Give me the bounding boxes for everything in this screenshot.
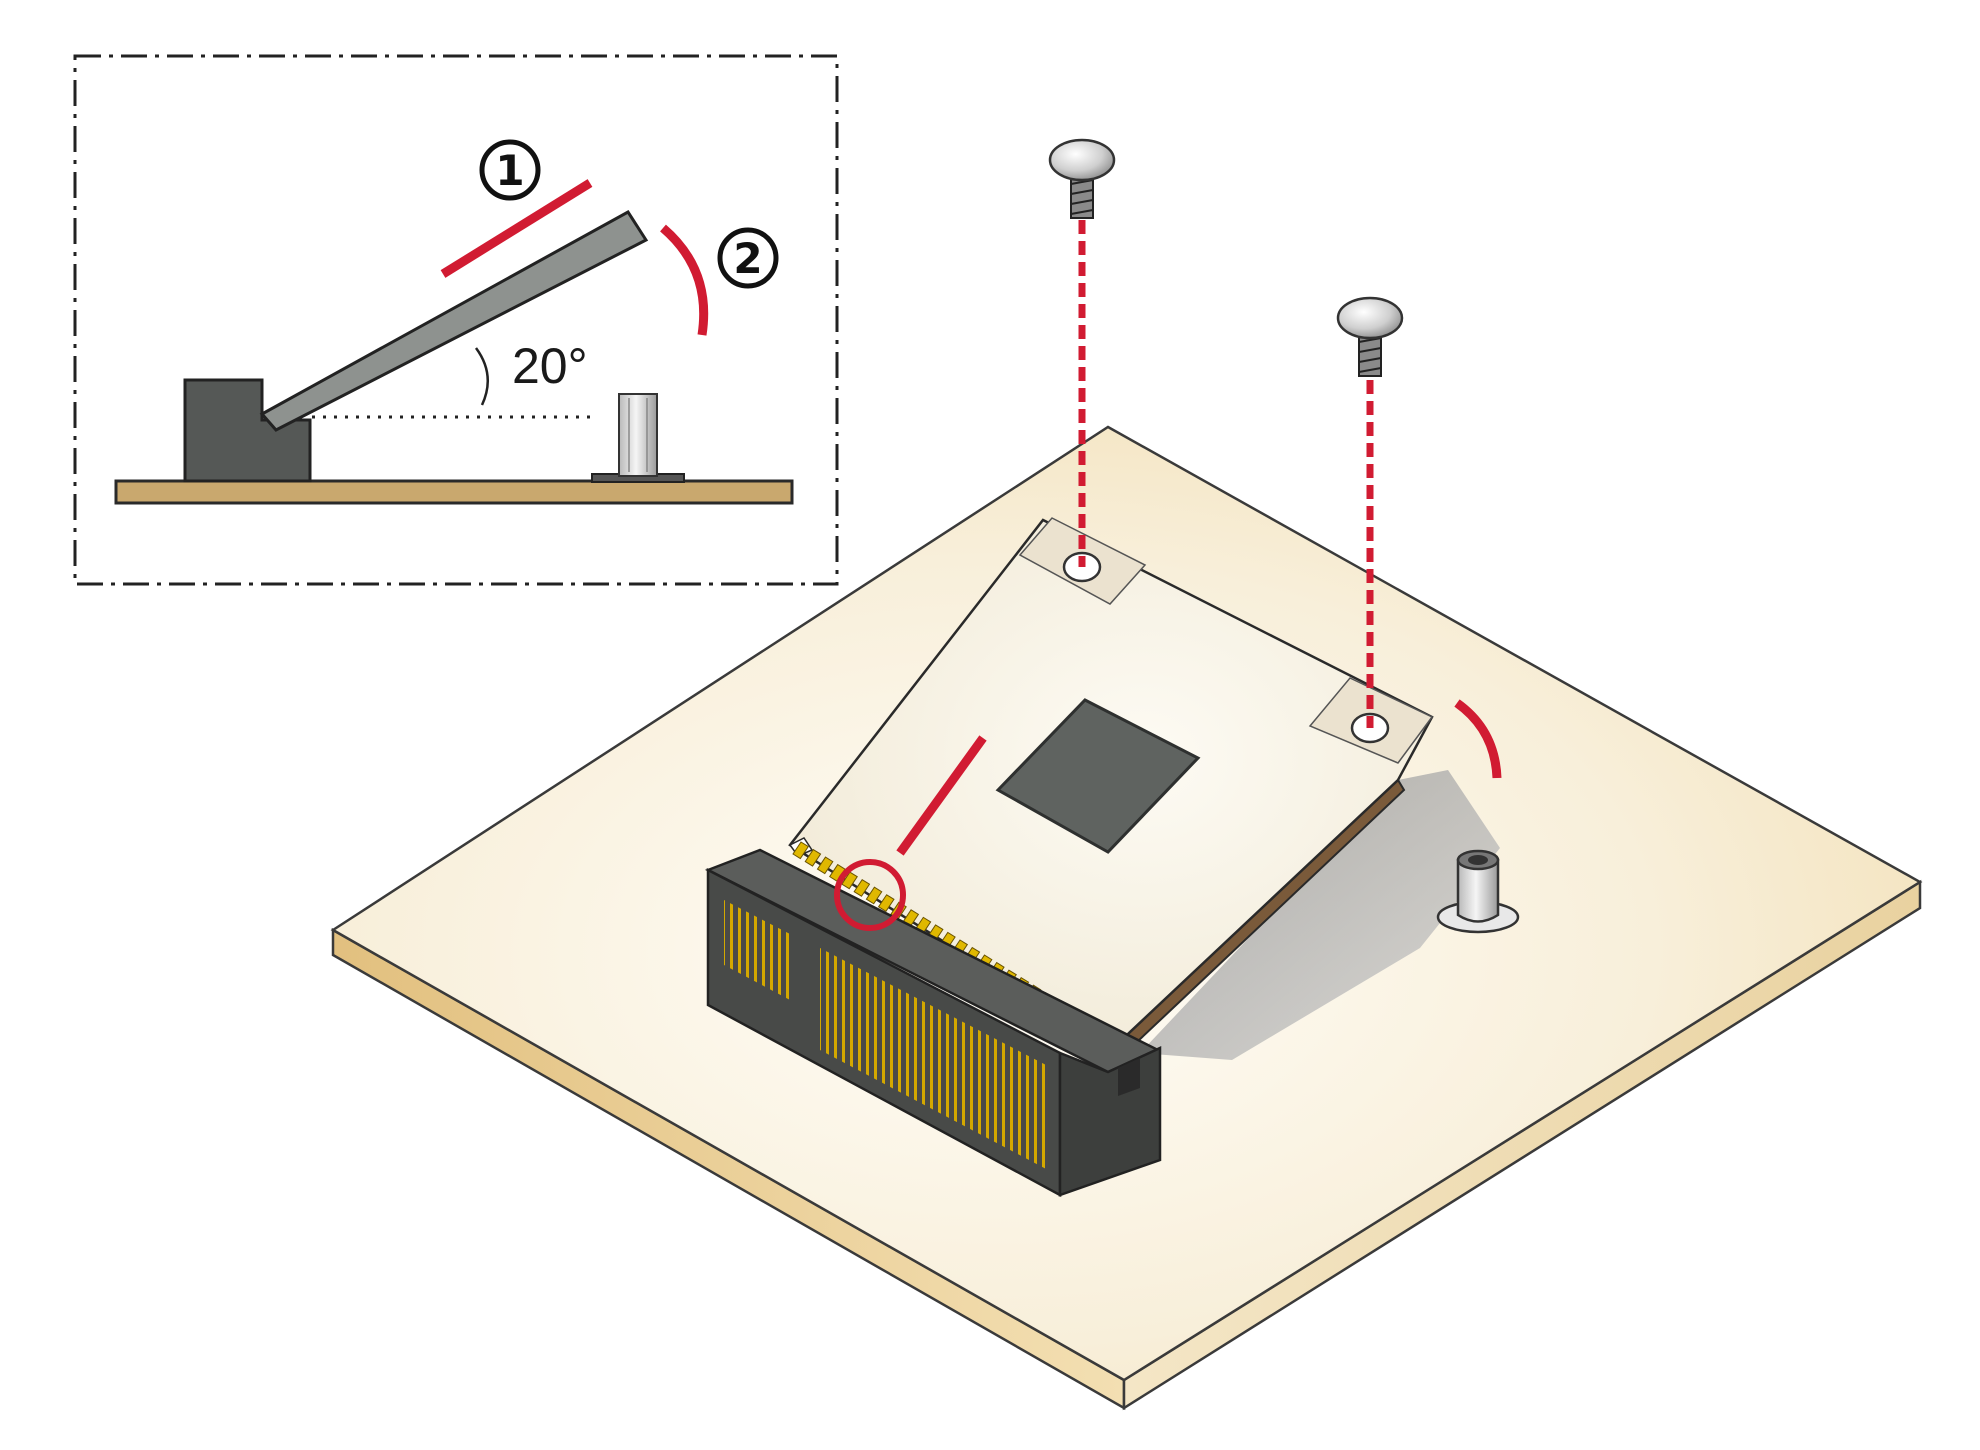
inset-frame	[73, 54, 839, 586]
gold-finger	[804, 848, 822, 867]
inset-detail: 20° 1 2	[73, 54, 839, 586]
screw-icon	[1048, 138, 1116, 219]
press-down-arc	[1454, 699, 1502, 779]
key-notch-highlight	[834, 859, 906, 931]
insert-angle-line	[896, 735, 987, 856]
inset-angle-label: 20°	[512, 338, 588, 394]
gold-finger	[841, 871, 858, 890]
inset-step2-arc	[660, 224, 709, 336]
card-shadow	[1140, 770, 1500, 1060]
inset-step1-line	[440, 179, 593, 278]
standoff-icon	[1436, 849, 1520, 934]
main-scene	[330, 138, 1923, 1411]
inset-connector	[183, 378, 312, 483]
svg-text:1: 1	[495, 146, 524, 195]
gold-finger	[816, 856, 834, 875]
inset-card	[259, 210, 649, 432]
card-chip	[995, 698, 1201, 854]
gold-finger	[853, 879, 871, 897]
gold-finger	[792, 841, 810, 860]
svg-text:2: 2	[733, 234, 762, 283]
inset-pcb	[114, 479, 794, 505]
step-2-marker: 2	[717, 227, 779, 289]
step-1-marker: 1	[479, 139, 541, 201]
minipcie-connector	[704, 848, 1162, 1198]
inset-standoff	[591, 393, 685, 483]
screw-icon	[1336, 296, 1404, 377]
inset-angle-arc	[474, 347, 489, 406]
gold-finger	[877, 894, 895, 912]
minipcie-card	[788, 517, 1434, 1060]
gold-finger	[865, 886, 883, 905]
